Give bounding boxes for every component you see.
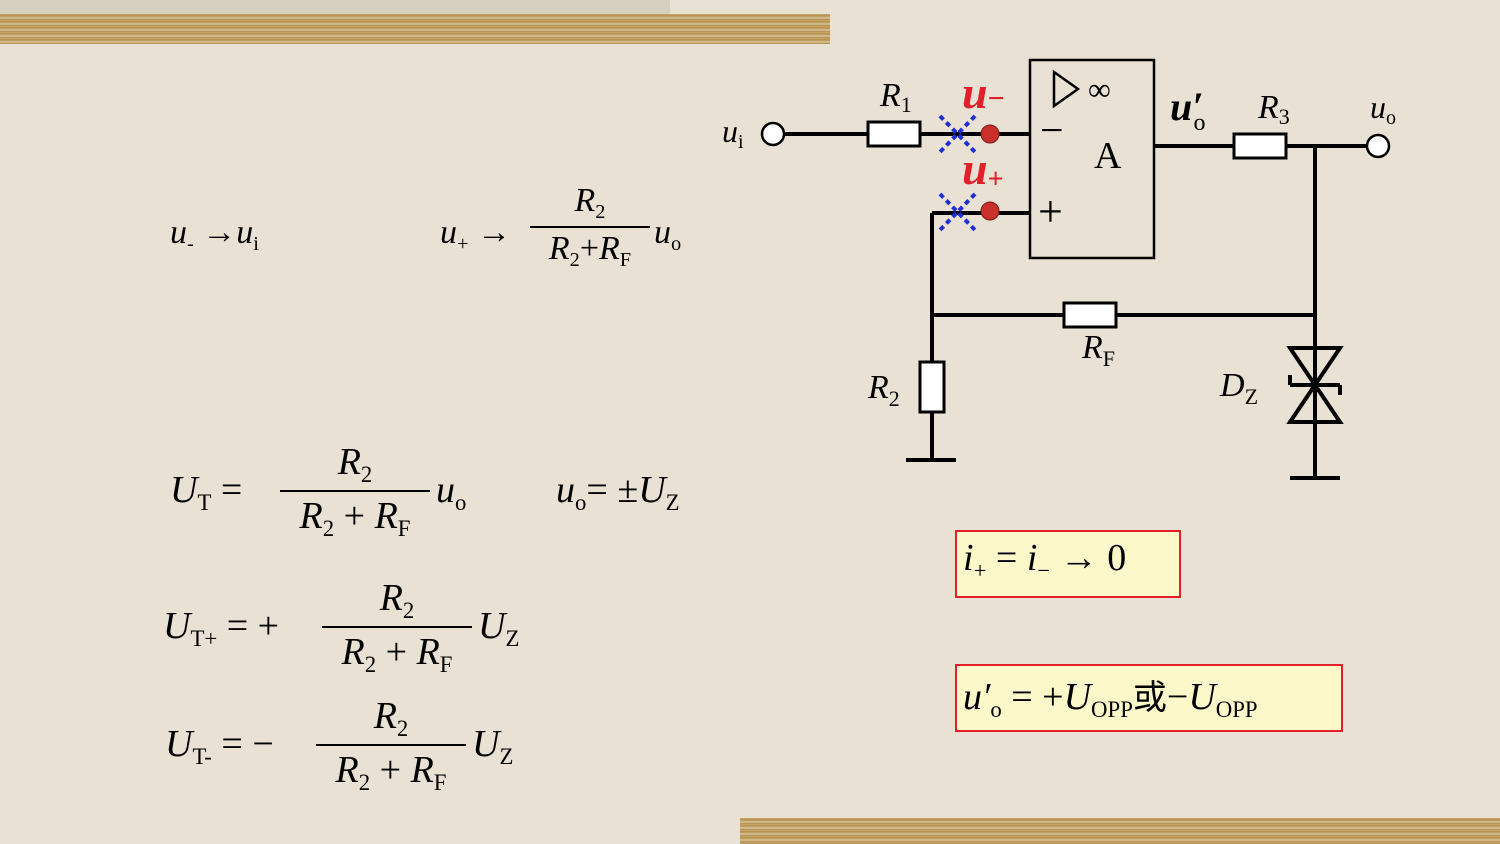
output-state-box: u′o = +UOPP或−UOPP bbox=[955, 664, 1343, 732]
input-terminal-ui bbox=[760, 121, 786, 147]
formula-ut-tail: uo bbox=[436, 469, 467, 515]
resistor-rf bbox=[1062, 301, 1118, 329]
formula-uo: uo= ±UZ bbox=[556, 469, 680, 515]
resistor-r1 bbox=[866, 120, 922, 148]
label-r1: R1 bbox=[879, 77, 912, 117]
opamp-minus-sign: − bbox=[1040, 108, 1064, 154]
formula-ut-plus-lhs: UT+ = + bbox=[163, 605, 280, 651]
label-r3: R3 bbox=[1257, 89, 1290, 129]
formula-u-minus: u- →ui bbox=[170, 214, 259, 256]
label-dz: DZ bbox=[1219, 367, 1258, 409]
node-u-minus bbox=[980, 124, 1000, 144]
label-u-minus: u− bbox=[962, 67, 1005, 118]
opamp-label: A bbox=[1094, 135, 1122, 177]
label-ui: ui bbox=[722, 113, 744, 153]
label-rf: RF bbox=[1081, 329, 1115, 371]
formula-u-plus-tail: uo bbox=[654, 214, 682, 256]
formula-ut-minus-fraction: R2 R2 + RF bbox=[316, 694, 466, 796]
current-condition-box: i+ = i− → 0 bbox=[955, 530, 1181, 598]
label-uo: uo bbox=[1370, 89, 1396, 129]
node-u-plus bbox=[980, 201, 1000, 221]
opamp-plus-sign: + bbox=[1038, 187, 1063, 236]
top-decorative-stripe bbox=[0, 14, 830, 44]
opamp-infinity-symbol: ∞ bbox=[1088, 71, 1111, 107]
zener-diode-icon bbox=[1286, 346, 1344, 424]
opamp-box bbox=[1028, 58, 1156, 260]
formula-ut-lhs: UT = bbox=[170, 469, 243, 515]
bottom-decorative-stripe bbox=[740, 818, 1500, 844]
formula-ut-minus-tail: UZ bbox=[472, 723, 514, 769]
output-terminal-uo bbox=[1365, 133, 1391, 159]
opamp-triangle-icon bbox=[1052, 69, 1081, 109]
formula-ut-plus-fraction: R2 R2 + RF bbox=[322, 576, 472, 678]
label-u-plus: u+ bbox=[962, 143, 1004, 195]
formula-u-plus-fraction: R2 R2+RF bbox=[530, 182, 650, 272]
resistor-r3 bbox=[1232, 132, 1288, 160]
formula-u-plus-lhs: u+ → bbox=[440, 214, 511, 256]
formula-ut-minus-lhs: UT- = − bbox=[165, 723, 274, 769]
formula-ut-plus-tail: UZ bbox=[478, 605, 520, 651]
formula-ut-fraction: R2 R2 + RF bbox=[280, 440, 430, 542]
label-r2: R2 bbox=[867, 369, 900, 411]
resistor-r2 bbox=[918, 360, 946, 414]
label-uo-prime: u′o bbox=[1170, 84, 1206, 136]
